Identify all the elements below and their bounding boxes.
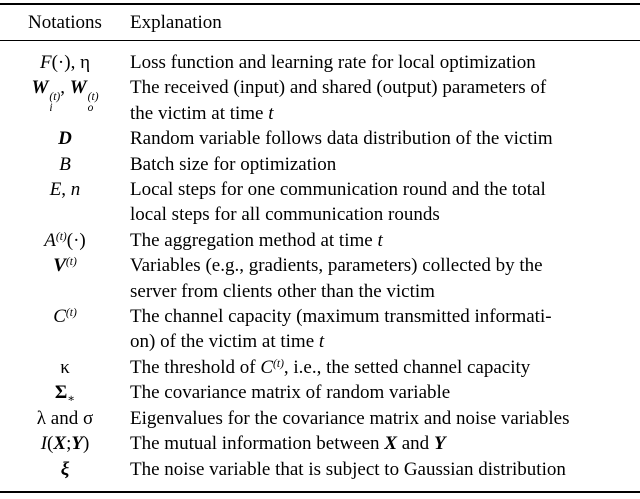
notation-cell: λ and σ bbox=[36, 407, 94, 429]
notation-cell: D bbox=[58, 128, 72, 150]
notation-cell: ξ bbox=[60, 458, 70, 480]
table-row: ξ The noise variable that is subject to G… bbox=[0, 457, 640, 492]
explanation-line: server from clients other than the victi… bbox=[130, 280, 435, 302]
notation-cell: A(t)(·) bbox=[44, 229, 86, 251]
notation-cell: E, n bbox=[49, 179, 81, 201]
explanation-line: The received (input) and shared (output)… bbox=[130, 77, 547, 99]
explanation-line: the victim at time t bbox=[130, 102, 274, 124]
header-row: Notations Explanation bbox=[0, 4, 640, 41]
explanation-line: The aggregation method at time t bbox=[130, 229, 383, 251]
notations-table: Notations Explanation F(·), η Loss functi… bbox=[0, 3, 640, 493]
explanation-line: Loss function and learning rate for loca… bbox=[130, 52, 536, 73]
explanation-cell: The channel capacity (maximum transmitte… bbox=[130, 304, 640, 355]
table-row: λ and σ Eigenvalues for the covariance ma… bbox=[0, 406, 640, 431]
table-row: E, n Local steps for one communication ro… bbox=[0, 177, 640, 228]
explanation-line: The mutual information between X and Y bbox=[130, 433, 446, 455]
table-body: F(·), η Loss function and learning rate f… bbox=[0, 41, 640, 492]
explanation-cell: The mutual information between X and Y bbox=[130, 431, 640, 456]
explanation-line: Eigenvalues for the covariance matrix an… bbox=[130, 407, 570, 429]
explanation-line: The noise variable that is subject to Ga… bbox=[130, 458, 566, 480]
explanation-cell: Variables (e.g., gradients, parameters) … bbox=[130, 253, 640, 304]
explanation-line: local steps for all communication rounds bbox=[130, 204, 440, 226]
table-row: W(t)i, W(t)o The received (input) and sha… bbox=[0, 75, 640, 126]
notation-cell: κ bbox=[60, 356, 70, 378]
explanation-cell: Eigenvalues for the covariance matrix an… bbox=[130, 406, 640, 431]
notation-cell: I(X;Y) bbox=[40, 433, 90, 455]
explanation-line: Batch size for optimization bbox=[130, 153, 337, 175]
table-row: D Random variable follows data distributi… bbox=[0, 126, 640, 151]
table-header: Notations Explanation bbox=[0, 4, 640, 41]
notation-cell: W(t)i, W(t)o bbox=[31, 77, 99, 115]
explanation-line: Local steps for one communication round … bbox=[130, 179, 546, 201]
explanation-cell: Batch size for optimization bbox=[130, 152, 640, 177]
explanation-line: The threshold of C(t), i.e., the setted … bbox=[130, 356, 531, 378]
table-row: A(t)(·) The aggregation method at time t bbox=[0, 228, 640, 253]
sup-sub-stack: (t)o bbox=[87, 91, 99, 115]
column-header-explanation: Explanation bbox=[130, 4, 640, 41]
table-row: Σ∗ The covariance matrix of random variab… bbox=[0, 380, 640, 405]
notation-cell: F(·), η bbox=[39, 52, 91, 73]
explanation-cell: The threshold of C(t), i.e., the setted … bbox=[130, 355, 640, 380]
explanation-cell: The covariance matrix of random variable bbox=[130, 380, 640, 405]
notation-cell: V(t) bbox=[53, 255, 77, 277]
table-row: I(X;Y) The mutual information between X a… bbox=[0, 431, 640, 456]
notation-cell: B bbox=[59, 153, 71, 175]
explanation-cell: Random variable follows data distributio… bbox=[130, 126, 640, 151]
table-row: B Batch size for optimization bbox=[0, 152, 640, 177]
notation-cell: Σ∗ bbox=[54, 382, 76, 406]
explanation-cell: The aggregation method at time t bbox=[130, 228, 640, 253]
table-row: κ The threshold of C(t), i.e., the setted… bbox=[0, 355, 640, 380]
explanation-line: The channel capacity (maximum transmitte… bbox=[130, 306, 552, 328]
explanation-cell: The noise variable that is subject to Ga… bbox=[130, 457, 640, 492]
column-header-notations: Notations bbox=[0, 4, 130, 41]
explanation-cell: Local steps for one communication round … bbox=[130, 177, 640, 228]
explanation-cell: The received (input) and shared (output)… bbox=[130, 75, 640, 126]
explanation-line: Variables (e.g., gradients, parameters) … bbox=[130, 255, 543, 277]
table-row: V(t) Variables (e.g., gradients, paramete… bbox=[0, 253, 640, 304]
table-row: F(·), η Loss function and learning rate f… bbox=[0, 41, 640, 76]
explanation-cell: Loss function and learning rate for loca… bbox=[130, 41, 640, 76]
notation-cell: C(t) bbox=[53, 306, 77, 328]
explanation-line: Random variable follows data distributio… bbox=[130, 128, 553, 150]
sup-sub-stack: (t)i bbox=[49, 91, 61, 115]
table-row: C(t) The channel capacity (maximum transm… bbox=[0, 304, 640, 355]
explanation-line: The covariance matrix of random variable bbox=[130, 382, 451, 404]
explanation-line: on) of the victim at time t bbox=[130, 331, 325, 353]
